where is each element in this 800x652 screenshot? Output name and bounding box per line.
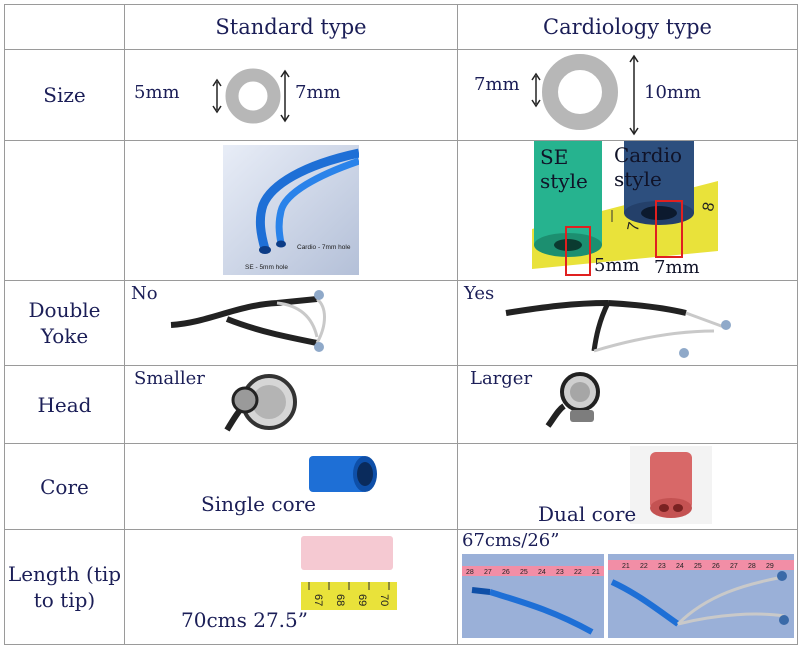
cardio-tubing-photo: 6 7 8 SE style Cardio style 5mm 7mm [532, 141, 718, 278]
double-yoke-cardiology-value: Yes [464, 283, 495, 304]
stethoscope-on-tape-image: 21 22 23 24 25 26 27 28 29 [608, 560, 794, 627]
tubing-standard-cell: Cardio - 7mm hole SE - 5mm hole [124, 140, 458, 281]
size-label-cell: Size [4, 49, 125, 141]
standard-outer-size: 7mm [295, 82, 341, 103]
tape2-digit-21: 21 [622, 563, 630, 570]
header-row: Standard type Cardiology type [4, 4, 798, 50]
dual-core-tube-drawing [650, 452, 692, 518]
ruler-digit-7: 7 [625, 221, 643, 233]
double-yoke-standard-value: No [131, 283, 158, 304]
tape-digit-70: 70 [378, 594, 390, 606]
tape2-digit-28: 28 [748, 563, 756, 570]
standard-inner-size: 5mm [134, 82, 180, 103]
core-cardiology-value: Dual core [538, 502, 637, 526]
head-cardiology-value: Larger [470, 368, 533, 389]
cardio-photo-label-se: SE style [540, 145, 588, 193]
header-cardiology-cell: Cardiology type [457, 4, 798, 50]
cardio-length-photo-2: 21 22 23 24 25 26 27 28 29 [608, 554, 794, 638]
head-row: Head Smaller Larger [4, 365, 798, 444]
standard-tubing-photo: Cardio - 7mm hole SE - 5mm hole [223, 145, 359, 275]
length-standard-cell: 67 68 69 70 70cms 27.5” [124, 529, 458, 645]
length-label-cell: Length (tip to tip) [4, 529, 125, 645]
double-yoke-label: Double Yoke [28, 298, 101, 348]
tape2-digit-23: 23 [658, 563, 666, 570]
single-core-tube-image [309, 456, 377, 492]
comparison-table: Standard type Cardiology type Size 5mm 7… [4, 4, 798, 645]
standard-length-tape-image: 67 68 69 70 [301, 536, 397, 610]
ruler-digit-8: 8 [700, 201, 718, 213]
tape2-digit-25: 25 [694, 563, 702, 570]
head-standard-value: Smaller [134, 368, 205, 389]
tape2-digit-27: 27 [730, 563, 738, 570]
standard-tube-ring-diagram [212, 68, 290, 124]
double-yoke-cardiology-cell: Yes [457, 280, 798, 366]
size-standard-cell: 5mm 7mm [124, 49, 458, 141]
tape2-digit-22: 22 [640, 563, 648, 570]
single-yoke-stethoscope-image [170, 290, 326, 352]
head-label-cell: Head [4, 365, 125, 444]
tape1-digit-24: 24 [538, 569, 546, 576]
cardio-photo-7mm: 7mm [654, 257, 700, 278]
length-standard-value: 70cms 27.5” [181, 608, 308, 632]
dual-core-tube-image [630, 446, 712, 524]
tape1-digit-27: 27 [484, 569, 492, 576]
cardio-length-photo-1: 28 27 26 25 24 23 22 21 [462, 554, 604, 638]
blue-tube-on-tape-image: 28 27 26 25 24 23 22 21 [462, 566, 604, 635]
cardio-photo-label-cardio: Cardio style [614, 143, 683, 191]
size-label: Size [43, 83, 86, 107]
large-chestpiece-image [545, 372, 600, 428]
header-standard-cell: Standard type [124, 4, 458, 50]
cardio-inner-size: 7mm [474, 74, 520, 95]
double-yoke-label-cell: Double Yoke [4, 280, 125, 366]
tubing-photo-row: Cardio - 7mm hole SE - 5mm hole 6 [4, 140, 798, 281]
length-cardiology-cell: 67cms/26” 28 27 26 25 24 23 22 21 [457, 529, 798, 645]
core-standard-value: Single core [201, 492, 317, 516]
header-standard-type: Standard type [215, 15, 367, 39]
double-yoke-row: Double Yoke No Yes [4, 280, 798, 366]
length-row: Length (tip to tip) 67 68 69 70 70cms 27… [4, 529, 798, 645]
tape2-digit-29: 29 [766, 563, 774, 570]
tape-digit-67: 67 [312, 594, 324, 606]
double-yoke-stethoscope-image [505, 300, 731, 358]
tubing-cardiology-cell: 6 7 8 SE style Cardio style 5mm 7mm [457, 140, 798, 281]
tape2-digit-26: 26 [712, 563, 720, 570]
tape-digit-68: 68 [334, 594, 346, 606]
size-row: Size 5mm 7mm 7mm [4, 49, 798, 141]
size-cardiology-cell: 7mm 10mm [457, 49, 798, 141]
small-chestpiece-image [224, 374, 297, 432]
double-yoke-standard-cell: No [124, 280, 458, 366]
tape1-digit-23: 23 [556, 569, 564, 576]
head-standard-cell: Smaller [124, 365, 458, 444]
blue-tubes-image: Cardio - 7mm hole SE - 5mm hole [223, 145, 359, 275]
header-empty-cell [4, 4, 125, 50]
tape1-digit-26: 26 [502, 569, 510, 576]
ruler-tubes-image: 6 7 8 [532, 141, 718, 277]
tape1-digit-25: 25 [520, 569, 528, 576]
header-cardiology-type: Cardiology type [543, 15, 712, 39]
head-cardiology-cell: Larger [457, 365, 798, 444]
caption-cardio-hole: Cardio - 7mm hole [297, 244, 351, 251]
core-label: Core [40, 474, 89, 499]
tape1-digit-28: 28 [466, 569, 474, 576]
tape2-digit-24: 24 [676, 563, 684, 570]
length-cardiology-value: 67cms/26” [462, 530, 560, 552]
core-label-cell: Core [4, 443, 125, 530]
cardio-photo-5mm: 5mm [594, 255, 640, 276]
core-cardiology-cell: Dual core [457, 443, 798, 530]
tape-digit-69: 69 [356, 594, 368, 606]
core-standard-cell: Single core [124, 443, 458, 530]
tape1-digit-22: 22 [574, 569, 582, 576]
tape1-digit-21: 21 [592, 569, 600, 576]
caption-se-hole: SE - 5mm hole [245, 264, 288, 271]
core-row: Core Single core Dual core [4, 443, 798, 530]
tubing-label-cell-empty [4, 140, 125, 281]
cardio-outer-size: 10mm [644, 82, 702, 103]
length-label: Length (tip to tip) [7, 562, 122, 612]
head-label: Head [37, 392, 92, 417]
cardio-tube-ring-diagram [531, 54, 639, 136]
